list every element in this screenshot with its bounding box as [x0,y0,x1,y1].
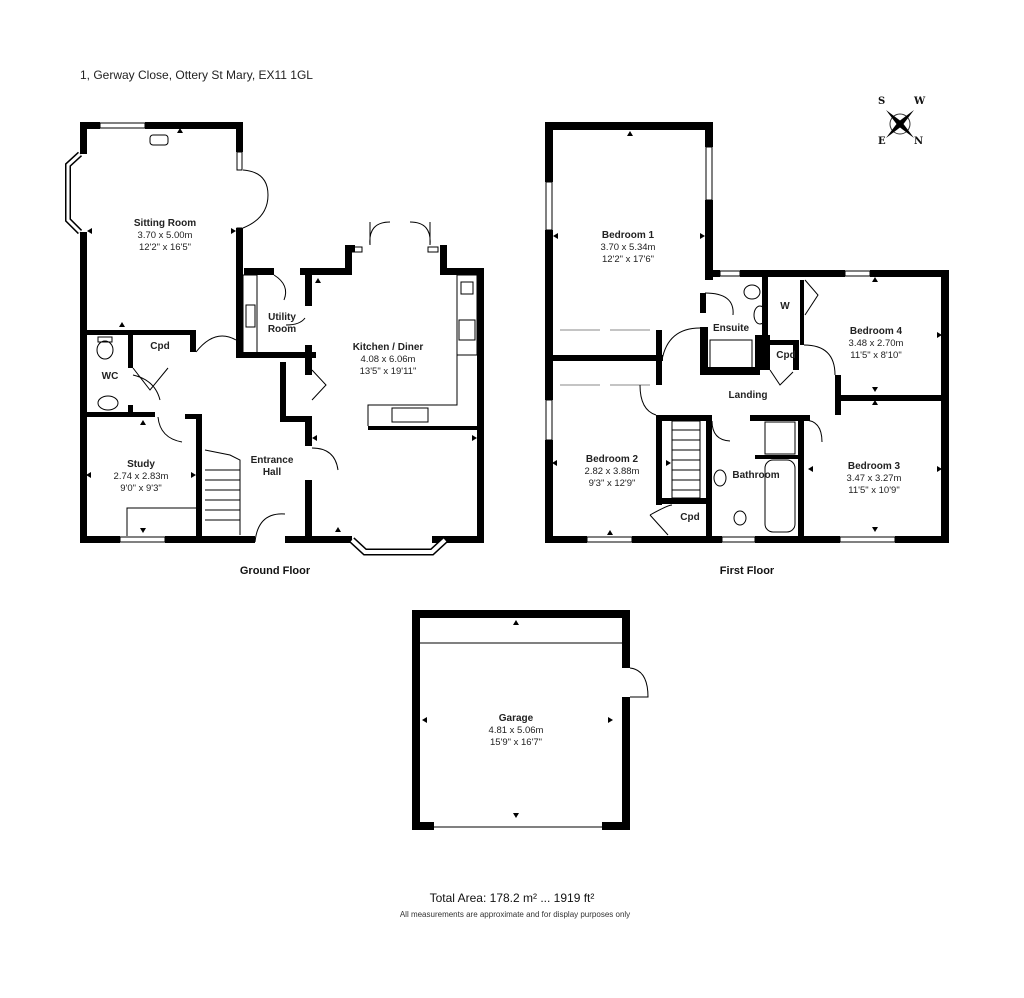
compass-label-w: W [914,96,926,107]
ground-floor-title: Ground Floor [239,565,311,577]
compass-label-e: E [878,136,886,147]
room-ensuite: Ensuite [712,323,750,334]
room-cupboard-first: Cpd [680,512,700,523]
room-cupboard-landing: Cpd [776,350,796,361]
room-garage: Garage 4.81 x 5.06m 15'9" x 16'7" [488,713,544,748]
room-landing: Landing [728,390,768,401]
room-wardrobe: W [780,301,790,312]
room-bedroom-4: Bedroom 4 3.48 x 2.70m 11'5" x 8'10" [848,326,904,361]
room-bedroom-3: Bedroom 3 3.47 x 3.27m 11'5" x 10'9" [846,461,902,496]
room-bedroom-2: Bedroom 2 2.82 x 3.88m 9'3" x 12'9" [584,454,640,489]
property-address: 1, Gerway Close, Ottery St Mary, EX11 1G… [80,68,313,82]
room-wc: WC [101,371,119,382]
compass-label-s: S [878,96,886,107]
room-cupboard: Cpd [150,341,170,352]
dimension-markers [86,128,942,818]
compass-rose-icon: S W E N [872,96,928,152]
room-bedroom-1: Bedroom 1 3.70 x 5.34m 12'2" x 17'6" [600,230,656,265]
room-kitchen-diner: Kitchen / Diner 4.08 x 6.06m 13'5" x 19'… [352,342,424,377]
total-area: Total Area: 178.2 m² ... 1919 ft² [429,891,595,905]
room-study: Study 2.74 x 2.83m 9'0" x 9'3" [113,459,169,494]
room-entrance-hall: Entrance Hall [250,455,294,478]
first-floor-title: First Floor [719,565,775,577]
room-sitting-room: Sitting Room 3.70 x 5.00m 12'2" x 16'5" [133,218,197,253]
compass-label-n: N [914,136,924,147]
room-utility-room: Utility Room [267,312,297,335]
room-bathroom: Bathroom [732,470,780,481]
disclaimer: All measurements are approximate and for… [399,910,631,919]
